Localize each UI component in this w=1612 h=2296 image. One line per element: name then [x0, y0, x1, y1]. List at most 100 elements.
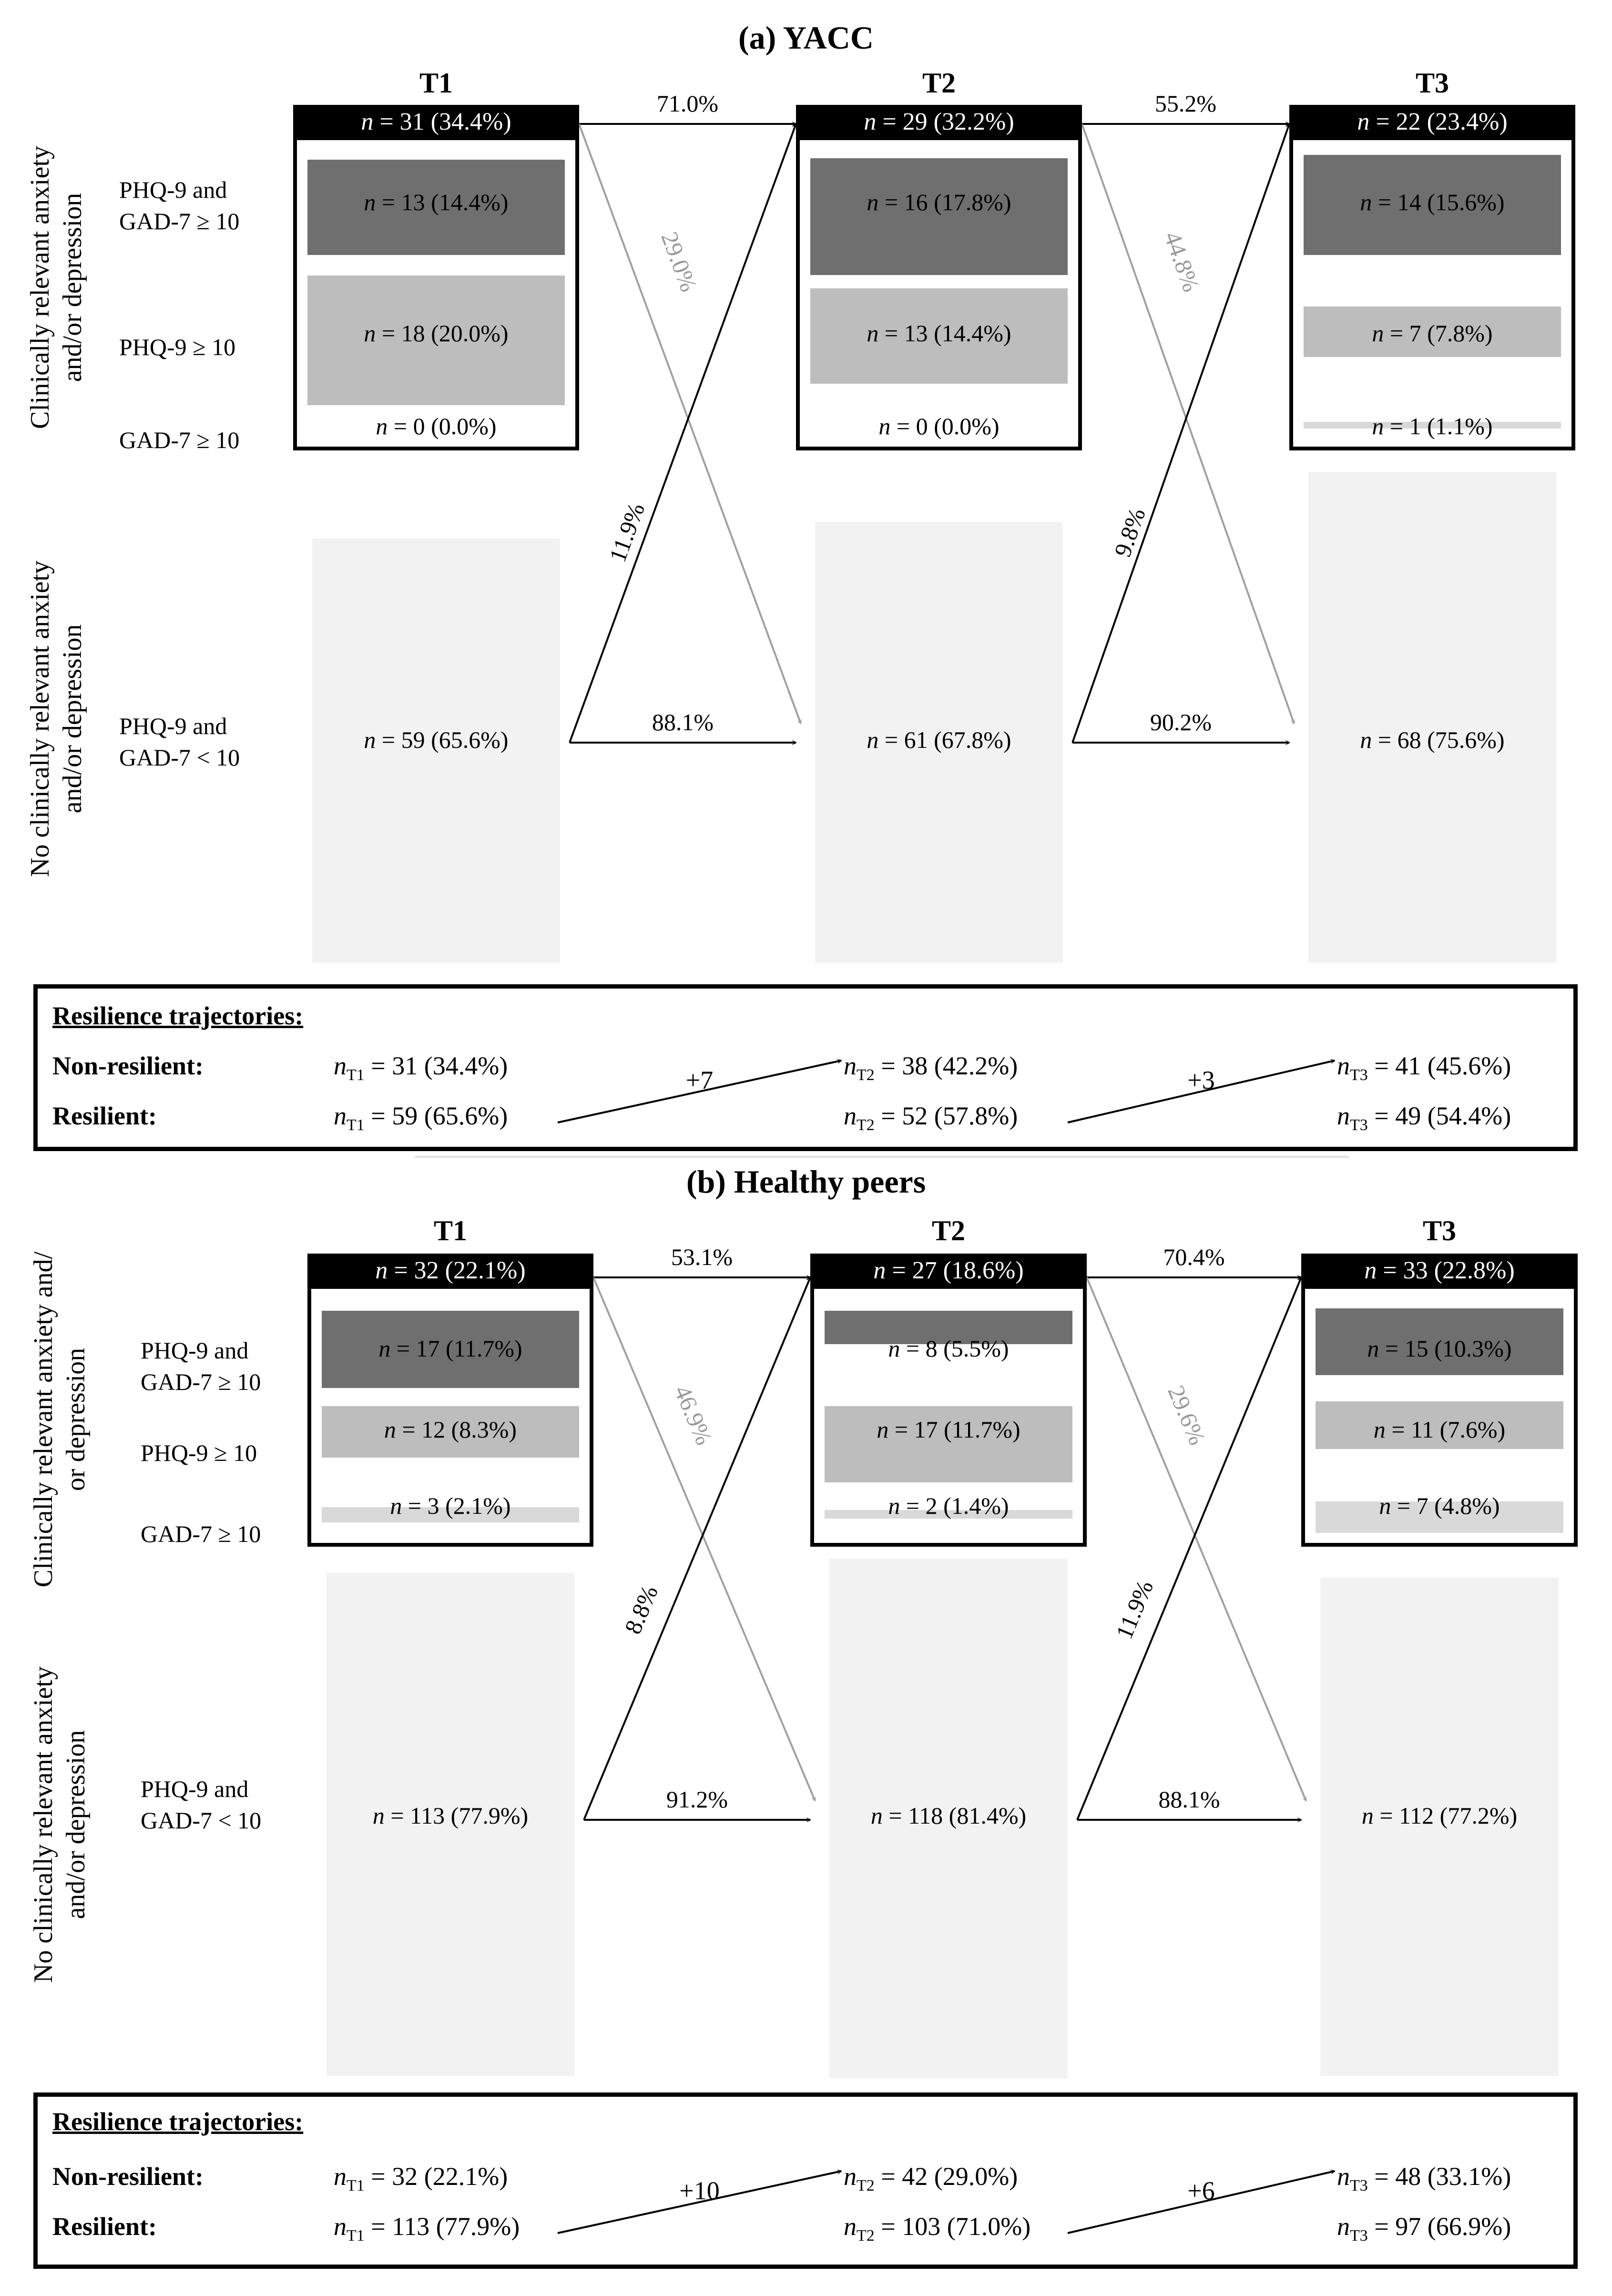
arrow-resilience-change	[557, 1061, 841, 1123]
arrow-resilience-change	[1067, 2171, 1335, 2234]
resilient-value: nT2 = 52 (57.8%)	[844, 1102, 1018, 1134]
group-label-nonclinical: No clinically relevant anxiety and/or de…	[29, 1666, 91, 1983]
row-label-both-1: PHQ-9 and	[141, 1337, 249, 1364]
row-label-none-2: GAD-7 < 10	[141, 1807, 262, 1834]
label-stay-nonclinical: 88.1%	[652, 709, 714, 735]
resilient-value: nT3 = 97 (66.9%)	[1337, 2212, 1511, 2245]
clinical-total: n = 27 (18.6%)	[810, 1254, 1087, 1289]
nonclinical-block	[829, 1559, 1068, 2078]
row-label-phq: PHQ-9 ≥ 10	[119, 334, 236, 360]
bar-both	[322, 1311, 579, 1388]
resilient-label: Resilient:	[52, 1102, 157, 1130]
row-label-both-1: PHQ-9 and	[119, 176, 227, 203]
panel-title: (b) Healthy peers	[686, 1163, 926, 1200]
label-stay-nonclinical: 91.2%	[666, 1786, 728, 1813]
nonclinical-block	[1320, 1578, 1559, 2076]
resilient-value: nT2 = 103 (71.0%)	[844, 2212, 1031, 2245]
nonclinical-count: n = 112 (77.2%)	[1361, 1802, 1518, 1829]
nonclinical-count: n = 68 (75.6%)	[1360, 726, 1505, 753]
resilience-title: Resilience trajectories:	[52, 2107, 304, 2136]
row-label-gad: GAD-7 ≥ 10	[119, 427, 240, 453]
clinical-total: n = 31 (34.4%)	[293, 105, 579, 140]
clinical-total: n = 32 (22.1%)	[307, 1254, 593, 1289]
group-label-nonclinical: No clinically relevant anxiety and/or de…	[25, 561, 87, 877]
clinical-total: n = 33 (22.8%)	[1301, 1254, 1578, 1289]
label-stay-clinical: 55.2%	[1154, 90, 1217, 117]
bar-both	[810, 158, 1068, 275]
bar-both	[1316, 1308, 1563, 1375]
nonclinical-block	[312, 539, 560, 963]
count-phq: n = 13 (14.4%)	[867, 320, 1011, 347]
count-phq: n = 7 (7.8%)	[1372, 320, 1493, 347]
bar-phq	[810, 288, 1068, 384]
arrow-nonclinical-to-clinical	[583, 1277, 811, 1820]
row-label-none-2: GAD-7 < 10	[119, 744, 240, 771]
row-label-phq: PHQ-9 ≥ 10	[141, 1439, 257, 1466]
count-gad: n = 2 (1.4%)	[888, 1492, 1009, 1519]
nonresilient-value: nT1 = 32 (22.1%)	[334, 2162, 508, 2194]
time-label: T3	[1422, 1215, 1457, 1246]
resilience-change: +6	[1187, 2176, 1215, 2205]
arrow-nonclinical-to-clinical	[569, 124, 796, 743]
nonresilient-value: nT3 = 41 (45.6%)	[1337, 1051, 1511, 1084]
label-stay-clinical: 53.1%	[671, 1244, 733, 1270]
bar-phq	[1304, 306, 1561, 357]
count-gad: n = 7 (4.8%)	[1379, 1492, 1500, 1519]
resilient-label: Resilient:	[52, 2212, 157, 2241]
count-both: n = 14 (15.6%)	[1360, 189, 1505, 215]
time-label: T1	[419, 67, 453, 99]
bar-gad	[1316, 1501, 1563, 1533]
time-label: T3	[1415, 67, 1449, 99]
bar-phq	[322, 1406, 579, 1458]
count-both: n = 16 (17.8%)	[867, 189, 1011, 215]
arrow-nonclinical-to-clinical	[1076, 1277, 1302, 1820]
count-gad: n = 3 (2.1%)	[390, 1492, 511, 1519]
nonresilient-value: nT3 = 48 (33.1%)	[1337, 2162, 1511, 2194]
label-stay-clinical: 71.0%	[656, 90, 719, 117]
row-label-both-2: GAD-7 ≥ 10	[119, 208, 240, 235]
arrow-clinical-to-nonclinical	[578, 123, 801, 724]
nonresilient-label: Non-resilient:	[52, 2162, 204, 2191]
count-phq: n = 18 (20.0%)	[364, 320, 509, 347]
row-label-gad: GAD-7 ≥ 10	[141, 1520, 261, 1547]
nonresilient-value: nT2 = 42 (29.0%)	[844, 2162, 1018, 2194]
nonclinical-count: n = 61 (67.8%)	[867, 726, 1011, 753]
bar-gad	[825, 1510, 1072, 1519]
bar-both	[825, 1311, 1072, 1344]
arrow-clinical-to-nonclinical	[1081, 123, 1294, 724]
resilience-change: +3	[1187, 1066, 1215, 1094]
clinical-total: n = 22 (23.4%)	[1289, 105, 1575, 140]
nonresilient-value: nT1 = 31 (34.4%)	[334, 1051, 508, 1084]
nonresilient-value: nT2 = 38 (42.2%)	[844, 1051, 1018, 1084]
row-label-none-1: PHQ-9 and	[141, 1776, 249, 1802]
row-label-none-1: PHQ-9 and	[119, 713, 227, 739]
count-gad: n = 0 (0.0%)	[376, 413, 497, 439]
resilience-box	[33, 2092, 1578, 2269]
resilience-change: +7	[685, 1066, 714, 1094]
count-gad: n = 1 (1.1%)	[1372, 413, 1493, 439]
bar-both	[307, 160, 565, 255]
arrow-clinical-to-nonclinical	[1086, 1277, 1307, 1801]
clinical-box	[796, 105, 1082, 450]
time-label: T2	[931, 1215, 966, 1246]
bar-gad	[1304, 422, 1561, 429]
count-phq: n = 12 (8.3%)	[384, 1416, 517, 1443]
panel-title: (a) YACC	[738, 20, 874, 56]
bar-both	[1304, 155, 1561, 255]
resilience-change: +10	[679, 2176, 720, 2205]
resilience-title: Resilience trajectories:	[52, 1001, 304, 1030]
resilience-box	[33, 984, 1578, 1151]
count-both: n = 8 (5.5%)	[888, 1335, 1009, 1362]
label-stay-nonclinical: 88.1%	[1158, 1786, 1220, 1813]
nonclinical-block	[326, 1573, 574, 2076]
resilient-value: nT1 = 59 (65.6%)	[334, 1102, 508, 1134]
bar-phq	[825, 1406, 1072, 1482]
row-label-both-2: GAD-7 ≥ 10	[141, 1368, 261, 1395]
arrow-resilience-change	[557, 2171, 841, 2234]
count-phq: n = 11 (7.6%)	[1373, 1416, 1506, 1443]
arrow-nonclinical-to-clinical	[1071, 124, 1289, 743]
bar-phq	[1316, 1401, 1563, 1449]
nonresilient-label: Non-resilient:	[52, 1051, 204, 1080]
